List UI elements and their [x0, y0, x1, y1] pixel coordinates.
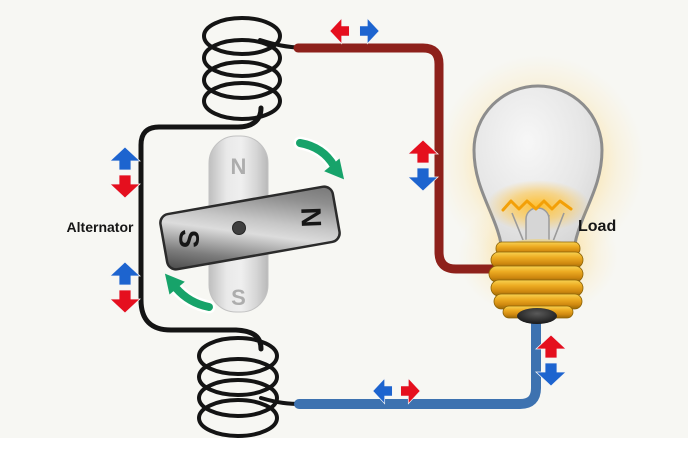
bulb-contact-tip — [517, 308, 557, 324]
rotor-magnet: S N — [159, 185, 341, 271]
rotor-right-pole-label: N — [295, 207, 327, 228]
stator-bottom-pole-label: S — [231, 285, 246, 310]
alternator-label: Alternator — [67, 219, 134, 235]
bulb-filament — [501, 199, 573, 212]
rotor-pivot-dot — [232, 221, 246, 235]
rotor-left-pole-label: S — [173, 229, 205, 249]
neutral-wire — [294, 309, 541, 409]
stator-top-pole-label: N — [231, 154, 247, 179]
hot-wire — [293, 43, 505, 274]
rotation-arrow-top-icon — [293, 136, 345, 180]
rotation-arrow-bottom-icon — [164, 273, 216, 314]
bulb-screw-base — [488, 241, 584, 319]
light-bulb — [472, 84, 604, 324]
right-margin — [688, 0, 695, 463]
left-return-wire — [138, 105, 264, 352]
load-label: Load — [578, 218, 616, 235]
bottom-margin — [0, 438, 695, 463]
